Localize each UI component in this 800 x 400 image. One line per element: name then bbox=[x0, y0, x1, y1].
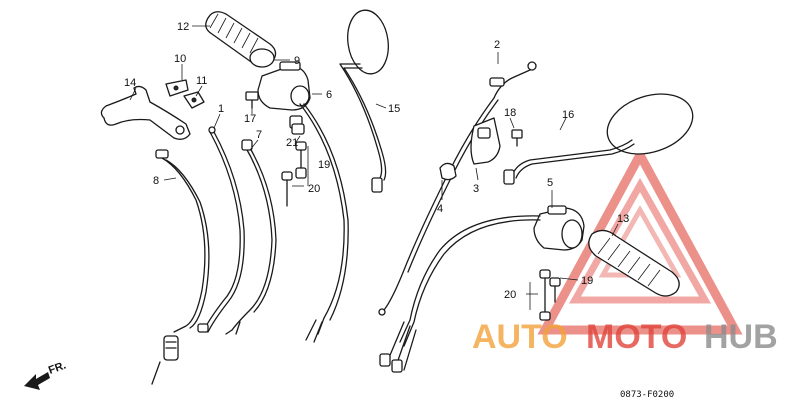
left-mirror-part bbox=[339, 9, 389, 193]
callout-17: 17 bbox=[244, 113, 256, 125]
cable-part-7 bbox=[225, 139, 277, 335]
callout-8: 8 bbox=[153, 175, 159, 187]
screw-pair-left bbox=[281, 141, 307, 207]
callout-16: 16 bbox=[562, 109, 574, 121]
callout-14: 14 bbox=[124, 77, 136, 89]
right-switch-wires bbox=[379, 215, 541, 373]
right-mirror-part bbox=[503, 93, 694, 185]
callout-2: 2 bbox=[494, 39, 500, 51]
callout-18: 18 bbox=[504, 107, 516, 119]
callout-6: 6 bbox=[326, 89, 332, 101]
left-switch-ring bbox=[249, 48, 275, 68]
callout-20-right: 20 bbox=[504, 289, 516, 301]
clutch-lever-part bbox=[100, 85, 191, 140]
clamp-part-4 bbox=[439, 162, 457, 181]
cable-part-8 bbox=[151, 149, 210, 385]
bolt-part-17 bbox=[245, 91, 259, 109]
callout-21: 21 bbox=[286, 137, 298, 149]
callout-1: 1 bbox=[218, 103, 224, 115]
right-switch-housing bbox=[533, 205, 585, 251]
watermark-hub: HUB bbox=[704, 318, 778, 356]
bracket-part-11 bbox=[183, 91, 205, 109]
callout-13: 13 bbox=[617, 213, 629, 225]
callout-10: 10 bbox=[174, 53, 186, 65]
front-direction-indicator: FR. bbox=[24, 359, 68, 390]
callout-9: 9 bbox=[294, 55, 300, 67]
clamp-part-21 bbox=[291, 123, 305, 135]
callout-5: 5 bbox=[547, 177, 553, 189]
drawing-code: 0873-F0200 bbox=[620, 390, 674, 400]
callout-4: 4 bbox=[437, 203, 443, 215]
bracket-part-10 bbox=[165, 79, 189, 97]
front-arrow-icon bbox=[24, 372, 50, 390]
callout-11: 11 bbox=[196, 75, 207, 87]
left-switch-wires bbox=[299, 103, 349, 343]
callout-7: 7 bbox=[256, 129, 262, 141]
throttle-cable-part-2 bbox=[378, 61, 537, 316]
screw-pair-right bbox=[539, 269, 561, 321]
watermark-moto: MOTO bbox=[586, 318, 687, 356]
callout-19-right: 19 bbox=[581, 275, 593, 287]
callout-15: 15 bbox=[388, 103, 400, 115]
callout-12: 12 bbox=[177, 21, 189, 33]
callout-20-left: 20 bbox=[308, 183, 320, 195]
callout-3: 3 bbox=[473, 183, 479, 195]
cable-part-1 bbox=[197, 126, 245, 333]
watermark-auto: AUTO bbox=[472, 318, 568, 356]
right-grip-part bbox=[588, 229, 680, 297]
front-label: FR. bbox=[47, 359, 68, 376]
screw-part-18 bbox=[511, 129, 523, 147]
throttle-housing-part-3 bbox=[470, 117, 501, 165]
callout-labels: 12 9 10 11 14 1 7 8 6 17 21 19 20 15 2 1… bbox=[124, 21, 629, 301]
left-switch-housing bbox=[257, 61, 311, 129]
leader-lines bbox=[129, 25, 619, 310]
callout-19-left: 19 bbox=[318, 159, 330, 171]
watermark-text: AUTO MOTO HUB bbox=[472, 318, 778, 356]
